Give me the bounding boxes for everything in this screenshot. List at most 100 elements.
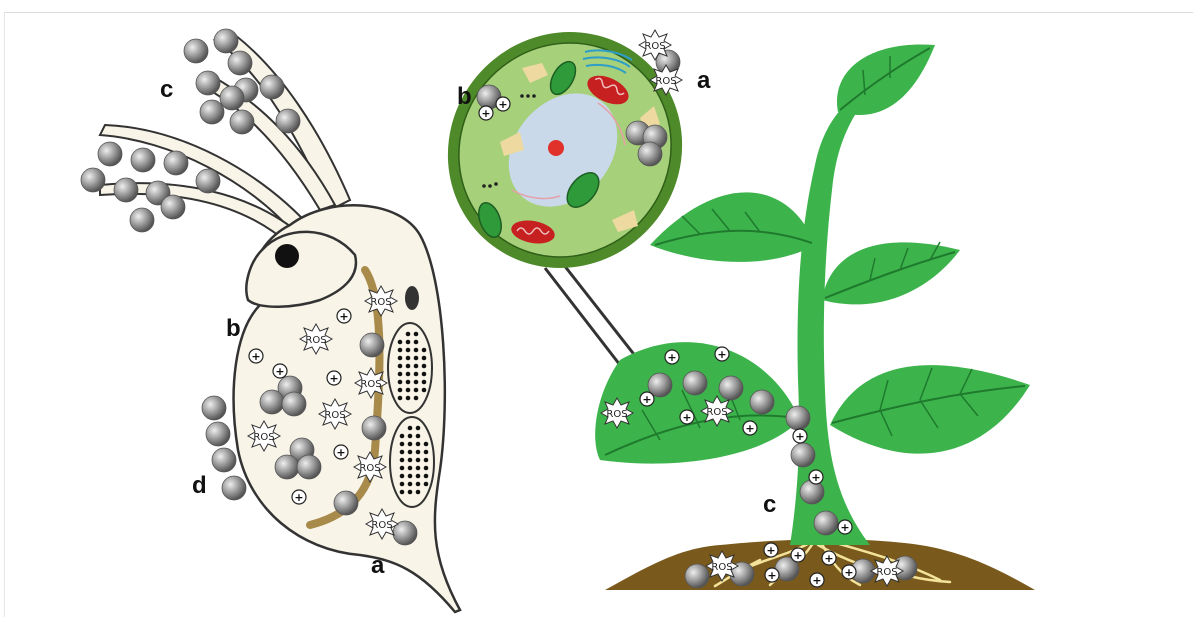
egg-dot [416, 450, 421, 455]
ion-marker: + [838, 520, 852, 534]
nanoparticle [814, 511, 838, 535]
ros-marker: ROS [601, 398, 633, 428]
label-daphnia-c: c [160, 76, 173, 103]
nanoparticle [222, 476, 246, 500]
egg-dot [408, 474, 413, 479]
svg-text:+: + [682, 411, 691, 424]
nanoparticle [638, 142, 662, 166]
egg-dot [400, 490, 405, 495]
egg-dot [398, 396, 403, 401]
ion-marker: + [334, 445, 348, 459]
brood-chamber-upper [388, 323, 432, 413]
svg-text:+: + [811, 471, 820, 484]
egg-dot [398, 356, 403, 361]
ion-marker: + [842, 565, 856, 579]
svg-text:+: + [717, 348, 726, 361]
nanoparticle [206, 422, 230, 446]
ion-marker: + [809, 470, 823, 484]
ros-marker: ROS [871, 556, 903, 586]
egg-dot [422, 356, 427, 361]
egg-dot [414, 348, 419, 353]
egg-dot [398, 380, 403, 385]
ros-text: ROS [324, 410, 345, 421]
nanoparticle [184, 39, 208, 63]
egg-dot [408, 490, 413, 495]
ion-marker: + [496, 97, 510, 111]
ros-marker: ROS [365, 286, 397, 316]
nanoparticle [791, 443, 815, 467]
leaf-lower-right [830, 365, 1030, 454]
egg-dot [408, 482, 413, 487]
svg-text:+: + [498, 98, 507, 111]
egg-dot [416, 426, 421, 431]
label-daphnia-a: a [371, 552, 385, 579]
ion-marker: + [479, 106, 493, 120]
connector-line-right [560, 260, 640, 362]
ros-text: ROS [711, 562, 732, 573]
egg-dot [414, 356, 419, 361]
ros-marker: ROS [354, 452, 386, 482]
nanoparticle [196, 71, 220, 95]
label-cell-b: b [457, 83, 472, 110]
egg-dot [416, 442, 421, 447]
egg-dot [424, 482, 429, 487]
egg-dot [408, 458, 413, 463]
ocellus [405, 286, 419, 310]
ion-marker: + [680, 410, 694, 424]
egg-dot [400, 442, 405, 447]
egg-dot [416, 466, 421, 471]
ros-text: ROS [253, 432, 274, 443]
ion-marker: + [765, 568, 779, 582]
nucleolus [548, 140, 564, 156]
egg-dot [414, 388, 419, 393]
nanoparticle [228, 51, 252, 75]
plant-stem [790, 105, 870, 545]
nanoparticle [220, 86, 244, 110]
label-daphnia-d: d [192, 472, 207, 499]
ros-text: ROS [655, 76, 676, 87]
egg-dot [408, 426, 413, 431]
nanoparticle [98, 142, 122, 166]
egg-dot [406, 348, 411, 353]
svg-text:+: + [824, 552, 833, 565]
svg-text:+: + [812, 574, 821, 587]
egg-dot [408, 450, 413, 455]
svg-text:+: + [795, 430, 804, 443]
nanoparticle [114, 178, 138, 202]
nanoparticle [200, 100, 224, 124]
egg-dot [422, 364, 427, 369]
brood-chamber-lower [390, 417, 434, 507]
egg-dot [398, 348, 403, 353]
egg-dot [408, 466, 413, 471]
connector-line-left [545, 268, 620, 365]
egg-dot [414, 380, 419, 385]
nanoparticle [276, 109, 300, 133]
nanoparticle [164, 151, 188, 175]
ion-marker: + [337, 309, 351, 323]
egg-dot [424, 474, 429, 479]
nanoparticle [786, 406, 810, 430]
ros-text: ROS [644, 41, 665, 52]
egg-dot [406, 372, 411, 377]
nanoparticle [297, 455, 321, 479]
nanoparticle [750, 390, 774, 414]
egg-dot [408, 434, 413, 439]
egg-dot [422, 372, 427, 377]
ion-marker: + [249, 349, 263, 363]
egg-dot [400, 482, 405, 487]
egg-dot [422, 348, 427, 353]
ion-marker: + [822, 551, 836, 565]
ros-marker: ROS [300, 324, 332, 354]
egg-dot [400, 474, 405, 479]
svg-text:+: + [745, 422, 754, 435]
ros-marker: ROS [248, 421, 280, 451]
egg-dot [416, 482, 421, 487]
egg-dot [414, 340, 419, 345]
ros-marker: ROS [706, 551, 738, 581]
compound-eye [275, 244, 299, 268]
ion-marker: + [292, 490, 306, 504]
egg-dot [424, 458, 429, 463]
ion-marker: + [665, 350, 679, 364]
ros-text: ROS [360, 379, 381, 390]
svg-text:+: + [329, 372, 338, 385]
